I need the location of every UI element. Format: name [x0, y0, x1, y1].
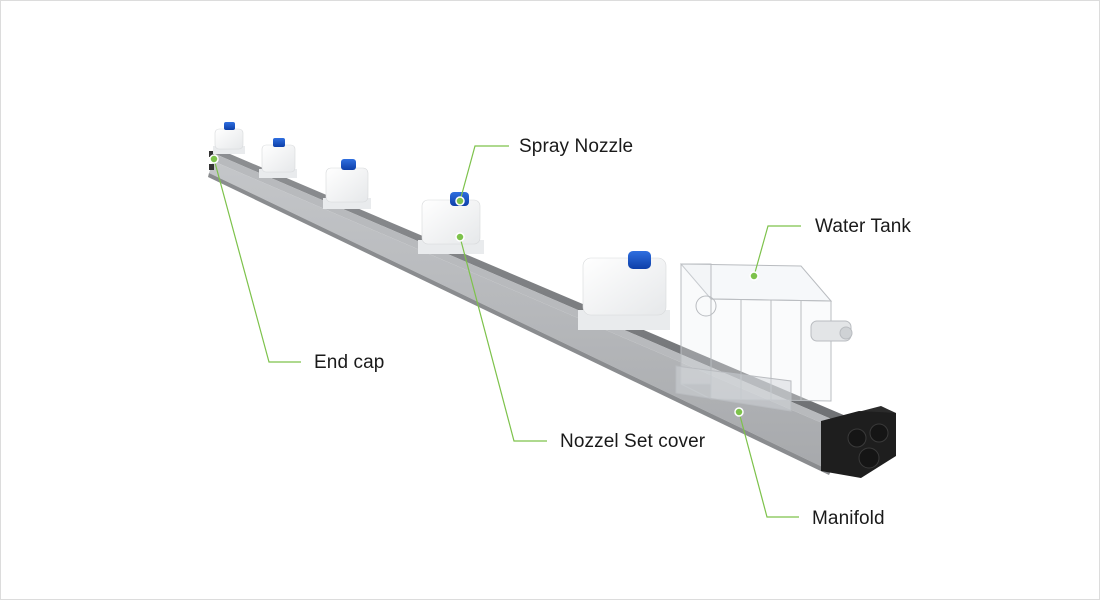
label-manifold: Manifold	[812, 508, 885, 529]
rail-inner-face	[213, 153, 836, 429]
dot-nozzle-set-cover	[455, 232, 465, 242]
nozzle-unit-1	[213, 122, 245, 154]
label-spray-nozzle: Spray Nozzle	[519, 136, 634, 157]
leader-manifold	[738, 411, 799, 518]
nozzle-unit-4	[418, 192, 484, 254]
end-cap-part	[209, 151, 214, 170]
dot-water-tank	[749, 271, 759, 281]
label-water-tank: Water Tank	[815, 216, 912, 237]
leader-nozzle-set-cover	[459, 236, 547, 442]
leader-water-tank	[753, 225, 801, 277]
nozzle-cap-icon	[273, 138, 285, 147]
label-end-cap: End cap	[314, 352, 385, 373]
leader-spray-nozzle	[459, 145, 509, 202]
manifold-block	[821, 406, 896, 478]
leader-end-cap	[213, 158, 301, 363]
rail-bottom-edge	[208, 173, 831, 475]
water-tank-part	[675, 263, 853, 412]
nozzle-cap-icon	[224, 122, 235, 130]
dot-manifold	[734, 407, 744, 417]
nozzle-cap-icon	[628, 251, 651, 269]
dot-spray-nozzle	[455, 196, 465, 206]
label-nozzle-set-cover: Nozzel Set cover	[560, 431, 706, 452]
rail-channel	[213, 151, 846, 421]
callout-leaders	[213, 145, 801, 518]
nozzle-cap-icon	[341, 159, 356, 170]
nozzle-unit-3	[323, 159, 371, 209]
dot-end-cap	[209, 154, 219, 164]
aluminum-rail	[208, 151, 846, 475]
nozzle-unit-5	[578, 251, 670, 330]
nozzle-unit-2	[259, 138, 297, 178]
